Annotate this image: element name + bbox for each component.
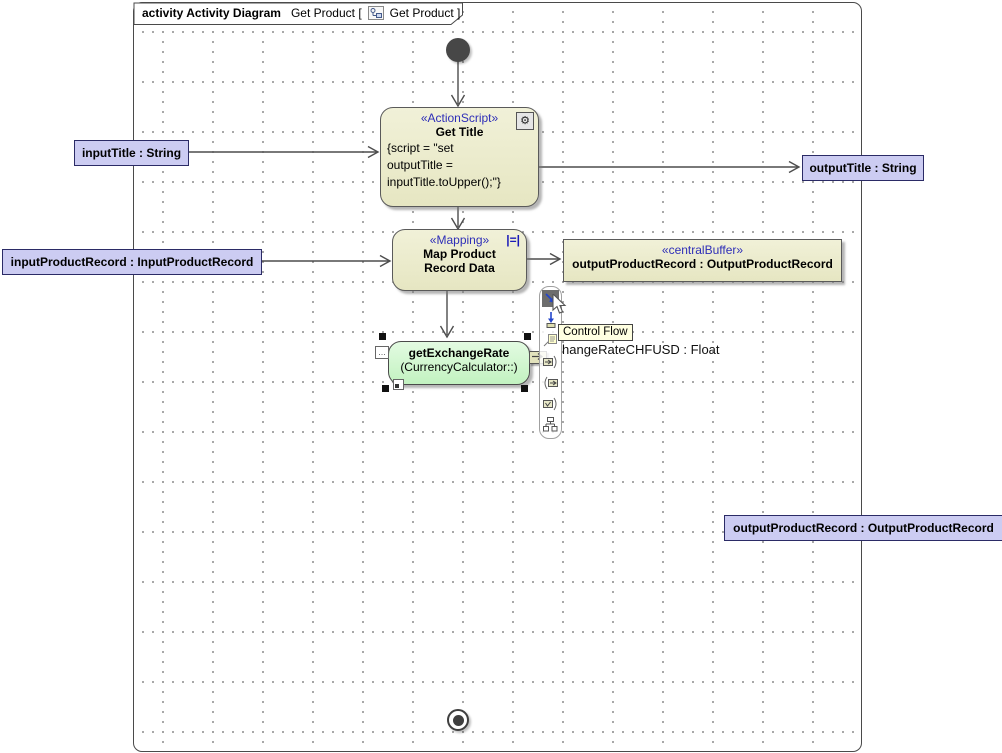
get-exchange-rate-qualifier: (CurrencyCalculator::) xyxy=(400,360,518,374)
script-line: {script = "set xyxy=(387,141,454,155)
value-pin-icon[interactable] xyxy=(542,395,559,412)
central-buffer-name: outputProductRecord : OutputProductRecor… xyxy=(572,257,833,271)
get-title-name: Get Title xyxy=(435,125,484,139)
get-title-stereotype: «ActionScript» xyxy=(420,111,499,125)
parameter-output-title[interactable]: outputTitle : String xyxy=(802,155,924,181)
output-pin-icon[interactable] xyxy=(542,374,559,391)
compartment-dots-button[interactable]: … xyxy=(375,346,389,359)
frame-header-context: Get Product [ xyxy=(290,6,362,20)
control-flow-gettitle-to-mapping[interactable] xyxy=(448,205,468,232)
frame-header: activity Activity Diagram Get Product [ … xyxy=(142,6,460,20)
object-flow-outputtitle[interactable] xyxy=(537,159,803,175)
pin-type-label: hangeRateCHFUSD : Float xyxy=(562,342,720,357)
script-line: outputTitle = xyxy=(387,158,453,172)
corner-glyph xyxy=(395,384,399,388)
get-title-script: {script = "set outputTitle = inputTitle.… xyxy=(381,139,538,191)
input-pin-icon[interactable] xyxy=(542,353,559,370)
gear-icon[interactable]: ⚙ xyxy=(516,112,534,130)
central-buffer-node[interactable]: «centralBuffer» outputProductRecord : Ou… xyxy=(563,239,842,282)
action-map-product[interactable]: «Mapping» |=| Map Product Record Data xyxy=(392,229,527,291)
central-buffer-stereotype: «centralBuffer» xyxy=(661,243,744,257)
frame-header-context-close: Get Product ] xyxy=(389,6,461,20)
object-flow-inputtitle[interactable] xyxy=(187,144,382,160)
get-exchange-rate-name: getExchangeRate xyxy=(408,346,510,360)
activity-final-node[interactable] xyxy=(447,709,469,731)
initial-node[interactable] xyxy=(446,38,470,62)
object-flow-to-centralbuffer[interactable] xyxy=(526,251,564,267)
dots-glyph: … xyxy=(378,348,386,357)
object-flow-icon[interactable] xyxy=(542,311,559,328)
mapping-icon: |=| xyxy=(506,233,520,247)
final-node-dot xyxy=(452,714,464,726)
action-get-title[interactable]: «ActionScript» ⚙ Get Title {script = "se… xyxy=(380,107,539,207)
gear-glyph: ⚙ xyxy=(520,114,530,127)
parameter-input-product-record[interactable]: inputProductRecord : InputProductRecord xyxy=(2,249,262,275)
selection-handle-se[interactable] xyxy=(521,385,528,392)
comment-anchor-icon[interactable] xyxy=(542,332,559,349)
script-line: inputTitle.toUpper();"} xyxy=(387,175,501,189)
mapping-stereotype: «Mapping» xyxy=(429,233,490,247)
object-flow-inputproductrecord[interactable] xyxy=(260,253,394,269)
action-get-exchange-rate[interactable]: getExchangeRate (CurrencyCalculator::) xyxy=(388,341,530,385)
selection-handle-ne[interactable] xyxy=(524,333,531,340)
tooltip: Control Flow xyxy=(558,324,633,341)
parameter-input-title[interactable]: inputTitle : String xyxy=(74,140,189,166)
structured-activity-node-icon[interactable] xyxy=(542,416,559,433)
frame-header-keyword: activity Activity Diagram xyxy=(142,6,281,20)
selection-handle-nw[interactable] xyxy=(379,333,386,340)
corner-manipulator-button[interactable] xyxy=(393,379,404,390)
smart-manipulator-toolbar xyxy=(539,286,562,439)
control-flow-mapping-to-getexchangerate[interactable] xyxy=(437,289,457,341)
control-flow-initial-to-gettitle[interactable] xyxy=(448,60,468,108)
mouse-cursor xyxy=(552,294,567,314)
map-product-name-line: Map Product xyxy=(423,247,496,261)
map-product-name-line: Record Data xyxy=(424,261,495,275)
selection-handle-sw[interactable] xyxy=(382,385,389,392)
parameter-output-product-record[interactable]: outputProductRecord : OutputProductRecor… xyxy=(724,515,1002,541)
activity-diagram-icon xyxy=(367,6,384,20)
